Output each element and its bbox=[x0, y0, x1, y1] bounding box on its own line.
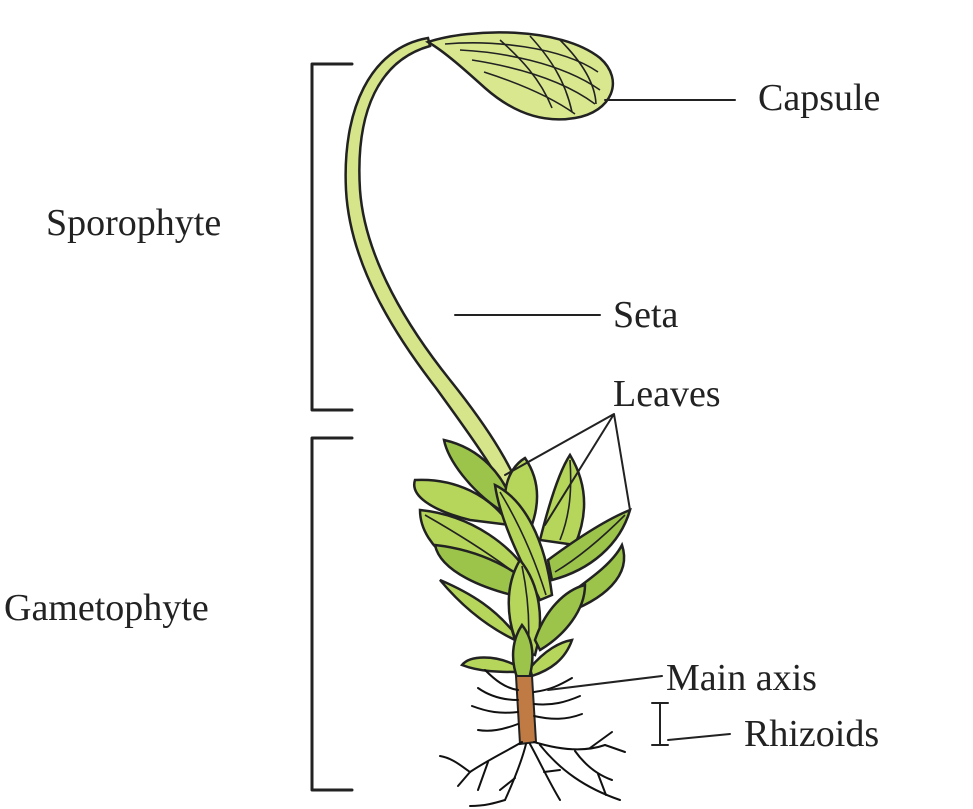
rhizoids bbox=[439, 669, 626, 807]
main-axis bbox=[514, 675, 538, 746]
leaves-leader bbox=[504, 413, 631, 526]
seta-label: Seta bbox=[613, 294, 679, 336]
gametophyte-label: Gametophyte bbox=[4, 587, 209, 629]
leafy-shoot bbox=[413, 438, 632, 684]
rhizoids-bracket bbox=[651, 702, 669, 746]
sporophyte-bracket bbox=[310, 62, 354, 412]
main-axis-leader bbox=[547, 675, 663, 691]
main-axis-label: Main axis bbox=[666, 657, 817, 699]
capsule-label: Capsule bbox=[758, 77, 880, 119]
capsule bbox=[424, 31, 615, 121]
leaves-label: Leaves bbox=[613, 373, 721, 415]
seta bbox=[344, 36, 532, 520]
gametophyte-bracket bbox=[310, 436, 354, 792]
rhizoids-leader bbox=[667, 733, 731, 741]
sporophyte-label: Sporophyte bbox=[46, 202, 221, 244]
rhizoids-label: Rhizoids bbox=[744, 713, 879, 755]
